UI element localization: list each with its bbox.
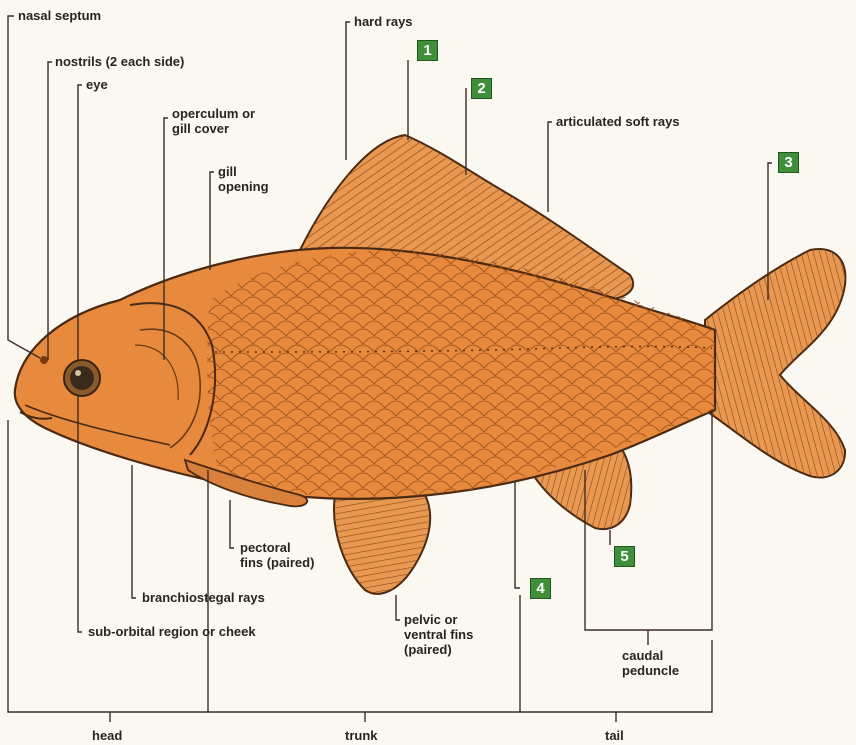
label-gill-opening: gill opening — [218, 164, 269, 194]
eye-icon — [64, 360, 100, 396]
label-sub-orbital: sub-orbital region or cheek — [88, 624, 256, 639]
label-nostrils: nostrils (2 each side) — [55, 54, 184, 69]
marker-5: 5 — [614, 546, 635, 567]
marker-3: 3 — [778, 152, 799, 173]
label-pectoral-fins: pectoral fins (paired) — [240, 540, 314, 570]
label-pelvic-fins: pelvic or ventral fins (paired) — [404, 612, 473, 657]
label-trunk: trunk — [345, 728, 378, 743]
marker-1: 1 — [417, 40, 438, 61]
marker-4: 4 — [530, 578, 551, 599]
pelvic-fin — [334, 495, 430, 594]
label-caudal-peduncle: caudal peduncle — [622, 648, 679, 678]
label-nasal-septum: nasal septum — [18, 8, 101, 23]
label-hard-rays: hard rays — [354, 14, 413, 29]
caudal-fin — [705, 249, 845, 478]
label-eye: eye — [86, 77, 108, 92]
label-articulated-soft-rays: articulated soft rays — [556, 114, 680, 129]
label-tail: tail — [605, 728, 624, 743]
label-branchiostegal-rays: branchiostegal rays — [142, 590, 265, 605]
label-head: head — [92, 728, 122, 743]
marker-2: 2 — [471, 78, 492, 99]
label-operculum: operculum or gill cover — [172, 106, 255, 136]
nostril-icon — [40, 356, 48, 364]
